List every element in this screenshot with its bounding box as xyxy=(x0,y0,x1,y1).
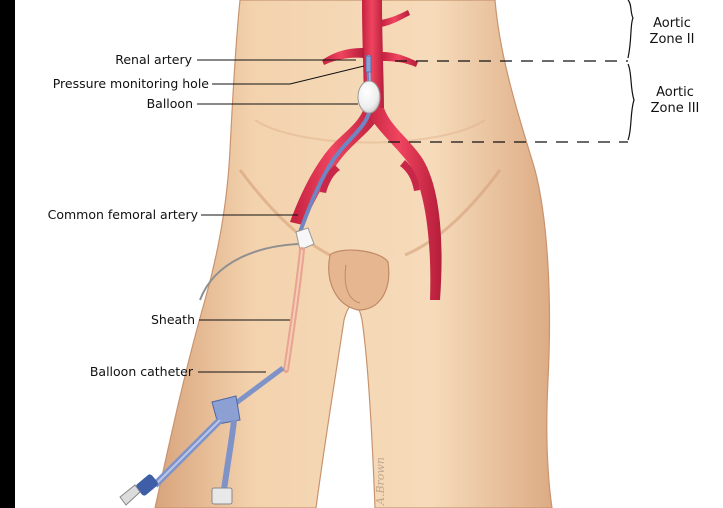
renal-artery-label: Renal artery xyxy=(60,53,192,67)
occlusion-balloon xyxy=(358,81,380,113)
pressure-hole-label: Pressure monitoring hole xyxy=(20,77,209,91)
zone3-line1: Aortic xyxy=(636,85,714,101)
artist-signature: A.Brown xyxy=(374,457,387,505)
sheath-label: Sheath xyxy=(100,313,195,327)
zone3-label: Aortic Zone III xyxy=(636,85,714,117)
zone2-line1: Aortic xyxy=(636,16,708,32)
zone2-line2: Zone II xyxy=(636,32,708,48)
zone3-line2: Zone III xyxy=(636,101,714,117)
pressure-hole-tip xyxy=(366,56,371,72)
stopcock-right xyxy=(212,488,232,504)
balloon-catheter-label: Balloon catheter xyxy=(40,365,193,379)
balloon-label: Balloon xyxy=(100,97,193,111)
femoral-artery-label: Common femoral artery xyxy=(20,208,198,222)
zone2-label: Aortic Zone II xyxy=(636,16,708,48)
